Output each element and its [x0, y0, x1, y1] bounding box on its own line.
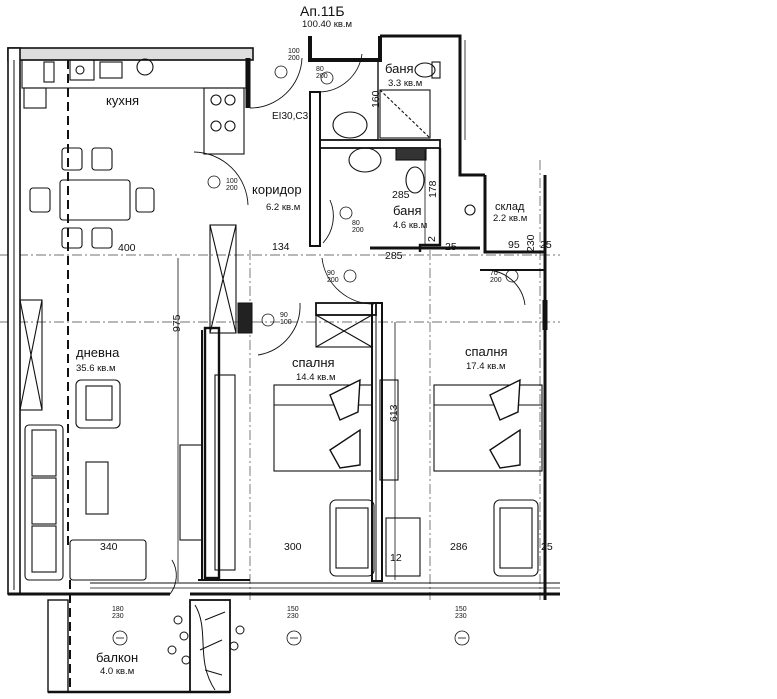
dim-613: 613	[388, 404, 400, 422]
dim-12: 12	[390, 552, 402, 564]
door-tag-corridor: 100 200	[226, 178, 238, 192]
window-tag-bed2: 150 230	[455, 606, 467, 620]
door-tag-bed2: 70 200	[490, 270, 502, 284]
dining-table	[29, 147, 155, 249]
door-tag-entry: 100 200	[288, 48, 300, 62]
kitchen-fittings	[21, 58, 247, 155]
dimension-lines	[177, 40, 466, 582]
room-name-living: дневна	[76, 345, 120, 360]
room-name-storage: склад	[495, 201, 525, 213]
bedroom2-furniture	[379, 378, 543, 577]
room-name-bath1: баня	[385, 61, 414, 76]
room-area-corridor: 6.2 кв.м	[266, 202, 301, 213]
room-area-bath1: 3.3 кв.м	[388, 78, 423, 89]
dim-25-a: 25	[540, 239, 552, 251]
outer-walls	[7, 34, 560, 694]
room-name-bed1: спалня	[292, 355, 335, 370]
dim-160: 160	[370, 90, 382, 108]
bedroom1-furniture	[214, 314, 375, 577]
dim-285-b: 285	[392, 189, 410, 201]
room-name-corridor: коридор	[252, 182, 302, 197]
door-tag-bath1: 80 200	[316, 66, 328, 80]
dim-178: 178	[427, 180, 439, 198]
window-tags	[112, 630, 470, 646]
door-tag-bath2: 80 200	[352, 220, 364, 234]
dim-134: 134	[272, 241, 290, 253]
room-area-bed2: 17.4 кв.м	[466, 361, 506, 372]
living-furniture	[19, 224, 237, 581]
window-tag-balcony: 180 230	[112, 606, 124, 620]
door-tag-bed1: 90 200	[327, 270, 339, 284]
room-area-bed1: 14.4 кв.м	[296, 372, 336, 383]
dim-25-b: 25	[541, 541, 553, 553]
bath-fixtures	[332, 61, 476, 216]
dim-25-c: 25	[445, 241, 457, 253]
door-tags	[207, 65, 519, 327]
dim-95: 95	[508, 239, 520, 251]
dim-285-a: 285	[385, 250, 403, 262]
apartment-title: Ап.11Б	[300, 3, 345, 19]
room-name-balcony: балкон	[96, 650, 139, 665]
window-tag-bed1: 150 230	[287, 606, 299, 620]
door-swings	[169, 53, 526, 595]
room-area-balcony: 4.0 кв.м	[100, 666, 135, 677]
room-name-bed2: спалня	[465, 344, 508, 359]
room-name-kitchen: кухня	[106, 93, 140, 108]
room-area-bath2: 4.6 кв.м	[393, 220, 428, 231]
dim-230: 230	[525, 234, 537, 252]
beam-lines	[67, 60, 71, 690]
dim-300: 300	[284, 541, 302, 553]
balcony-plants	[167, 604, 245, 691]
dim-400: 400	[118, 242, 136, 254]
apartment-area: 100.40 кв.м	[302, 19, 353, 30]
dim-2: 2	[426, 236, 438, 242]
dim-975: 975	[171, 314, 183, 332]
room-area-living: 35.6 кв.м	[76, 363, 116, 374]
dim-340: 340	[100, 541, 118, 553]
door-rating-label: EI30,C3	[272, 111, 309, 122]
dim-286: 286	[450, 541, 468, 553]
room-area-storage: 2.2 кв.м	[493, 213, 528, 224]
room-name-bath2: баня	[393, 203, 422, 218]
door-tag-living: 90 100	[280, 312, 292, 326]
